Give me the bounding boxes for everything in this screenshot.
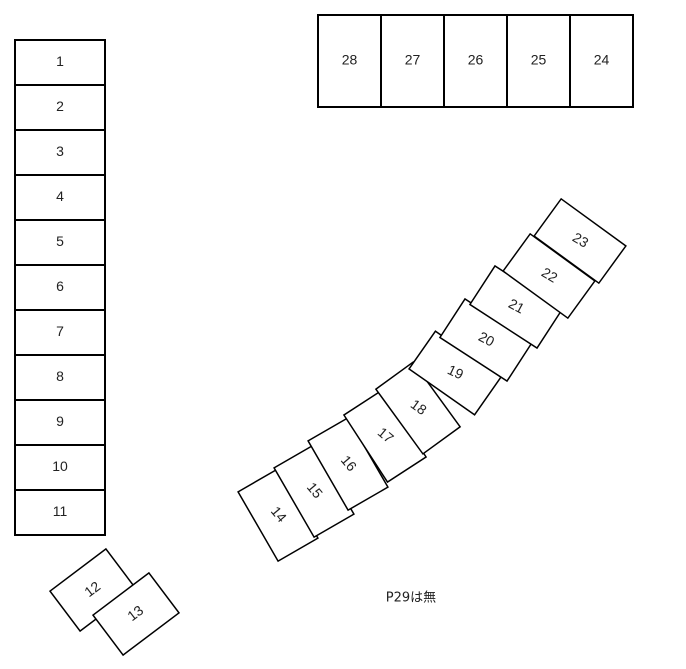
slot-label: 3: [56, 143, 64, 159]
parking-slot-24: 24: [569, 14, 634, 108]
bottom-left-slots: 12 13: [48, 547, 181, 657]
slot-label: 19: [445, 361, 466, 382]
slot-label: 8: [56, 368, 64, 384]
parking-slot-11: 11: [14, 489, 106, 536]
slot-label: 7: [56, 323, 64, 339]
parking-slot-8: 8: [14, 354, 106, 401]
parking-slot-18: 18: [374, 361, 462, 455]
top-row-slots: 28 27 26 25 24: [317, 14, 634, 108]
parking-slot-12: 12: [48, 547, 138, 633]
slot-label: 27: [405, 52, 421, 68]
slot-label: 6: [56, 278, 64, 294]
parking-slot-5: 5: [14, 219, 106, 266]
parking-slot-7: 7: [14, 309, 106, 356]
slot-label: 9: [56, 413, 64, 429]
slot-label: 5: [56, 233, 64, 249]
parking-slot-6: 6: [14, 264, 106, 311]
parking-slot-14: 14: [237, 467, 319, 563]
slot-label: 20: [476, 328, 497, 350]
missing-slot-note: P29は無: [386, 591, 436, 606]
parking-slot-21: 21: [468, 264, 564, 350]
slot-label: 21: [506, 295, 527, 317]
slot-label: 1: [56, 53, 64, 69]
slot-label: 11: [53, 503, 68, 519]
parking-slot-23: 23: [533, 197, 627, 285]
parking-slot-28: 28: [317, 14, 382, 108]
parking-slot-3: 3: [14, 129, 106, 176]
curved-row-slots: 14 15 16 17 18 19 20 21: [237, 197, 627, 563]
slot-label: 24: [594, 52, 610, 68]
slot-label: 2: [56, 98, 64, 114]
slot-label: 22: [539, 264, 561, 286]
slot-label: 10: [52, 458, 68, 474]
left-column-slots: 1 2 3 4 5 6 7 8: [14, 39, 106, 536]
parking-slot-27: 27: [380, 14, 445, 108]
slot-label: 28: [342, 52, 358, 68]
parking-slot-9: 9: [14, 399, 106, 446]
parking-slot-4: 4: [14, 174, 106, 221]
slot-label: 4: [56, 188, 64, 204]
slot-label: 25: [531, 52, 547, 68]
slot-label: 26: [468, 52, 484, 68]
parking-slot-2: 2: [14, 84, 106, 131]
parking-slot-26: 26: [443, 14, 508, 108]
parking-slot-1: 1: [14, 39, 106, 86]
parking-slot-10: 10: [14, 444, 106, 491]
parking-slot-13: 13: [91, 571, 181, 657]
slot-label: 23: [570, 229, 592, 251]
parking-slot-25: 25: [506, 14, 571, 108]
